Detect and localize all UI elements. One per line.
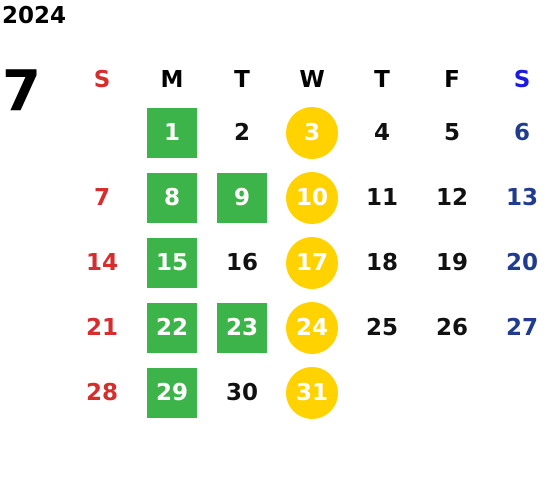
weekday-header-monday: M xyxy=(160,67,184,93)
day-cell: 31 xyxy=(277,360,347,425)
day-cell: 14 xyxy=(67,230,137,295)
day-cell xyxy=(417,360,487,425)
day-number: 18 xyxy=(365,249,398,276)
day-number: 4 xyxy=(373,119,390,146)
year-label: 2024 xyxy=(2,3,67,29)
day-number: 1 xyxy=(147,107,197,158)
day-cell: 22 xyxy=(137,295,207,360)
weekday-header-sunday: S xyxy=(93,67,111,93)
day-number xyxy=(427,368,477,418)
day-number: 19 xyxy=(435,249,468,276)
day-cell: 10 xyxy=(277,165,347,230)
day-number: 8 xyxy=(147,172,197,223)
day-number: 16 xyxy=(225,249,258,276)
day-number: 12 xyxy=(435,184,468,211)
day-cell: 3 xyxy=(277,100,347,165)
day-number: 31 xyxy=(286,366,338,419)
day-cell: 9 xyxy=(207,165,277,230)
day-cell: 4 xyxy=(347,100,417,165)
day-cell: 13 xyxy=(487,165,548,230)
day-number: 7 xyxy=(93,184,110,211)
day-cell: 18 xyxy=(347,230,417,295)
day-cell: 27 xyxy=(487,295,548,360)
day-number: 26 xyxy=(435,314,468,341)
day-cell xyxy=(347,360,417,425)
day-number: 27 xyxy=(505,314,538,341)
day-cell: 6 xyxy=(487,100,548,165)
day-cell: 23 xyxy=(207,295,277,360)
day-number: 5 xyxy=(443,119,460,146)
day-cell: 11 xyxy=(347,165,417,230)
day-cell: 7 xyxy=(67,165,137,230)
day-number: 9 xyxy=(217,172,267,223)
day-cell: 24 xyxy=(277,295,347,360)
weekday-header-saturday: S xyxy=(513,67,531,93)
day-cell: 29 xyxy=(137,360,207,425)
day-number xyxy=(77,108,127,158)
day-cell: 1 xyxy=(137,100,207,165)
day-number: 17 xyxy=(286,236,338,289)
day-cell: 17 xyxy=(277,230,347,295)
day-number: 25 xyxy=(365,314,398,341)
day-number xyxy=(357,368,407,418)
day-cell: 26 xyxy=(417,295,487,360)
weekday-header-friday: F xyxy=(444,67,460,93)
day-cell: 25 xyxy=(347,295,417,360)
day-number: 22 xyxy=(147,302,197,353)
day-number: 11 xyxy=(365,184,398,211)
day-cell xyxy=(67,100,137,165)
day-cell: 28 xyxy=(67,360,137,425)
day-cell: 16 xyxy=(207,230,277,295)
weekday-header-thursday: T xyxy=(374,67,390,93)
day-number: 10 xyxy=(286,171,338,224)
day-number: 15 xyxy=(147,237,197,288)
day-number: 24 xyxy=(286,301,338,354)
day-number: 3 xyxy=(286,106,338,159)
day-number: 29 xyxy=(147,367,197,418)
day-number xyxy=(497,368,547,418)
day-cell: 21 xyxy=(67,295,137,360)
day-number: 2 xyxy=(233,119,250,146)
day-number: 23 xyxy=(217,302,267,353)
month-number: 7 xyxy=(2,59,41,124)
day-cell: 30 xyxy=(207,360,277,425)
day-cell: 12 xyxy=(417,165,487,230)
day-cell xyxy=(487,360,548,425)
day-number: 21 xyxy=(85,314,118,341)
weekday-header-tuesday: T xyxy=(234,67,250,93)
calendar-grid: S M T W T F S 1 2 3 4 5 6 7 8 9 10 11 12… xyxy=(67,60,548,425)
day-cell: 2 xyxy=(207,100,277,165)
day-number: 14 xyxy=(85,249,118,276)
weekday-header-wednesday: W xyxy=(299,67,325,93)
day-number: 28 xyxy=(85,379,118,406)
day-cell: 8 xyxy=(137,165,207,230)
day-number: 30 xyxy=(225,379,258,406)
day-number: 13 xyxy=(505,184,538,211)
day-cell: 20 xyxy=(487,230,548,295)
day-cell: 5 xyxy=(417,100,487,165)
day-number: 20 xyxy=(505,249,538,276)
day-number: 6 xyxy=(513,119,530,146)
day-cell: 19 xyxy=(417,230,487,295)
day-cell: 15 xyxy=(137,230,207,295)
